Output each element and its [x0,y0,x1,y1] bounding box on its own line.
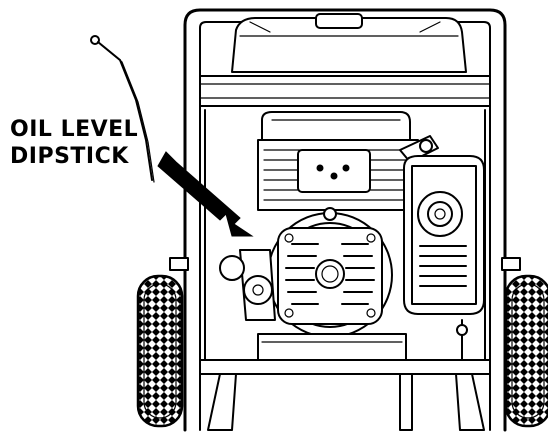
wheel-right [504,274,548,428]
callout-label: OIL LEVEL DIPSTICK [10,117,138,169]
generator-icon [136,8,548,432]
callout-line-2: DIPSTICK [10,144,129,169]
dipstick-icon [90,35,155,183]
wheel-left [136,274,184,428]
callout-line-1: OIL LEVEL [10,117,138,142]
vent-slots [285,243,375,305]
